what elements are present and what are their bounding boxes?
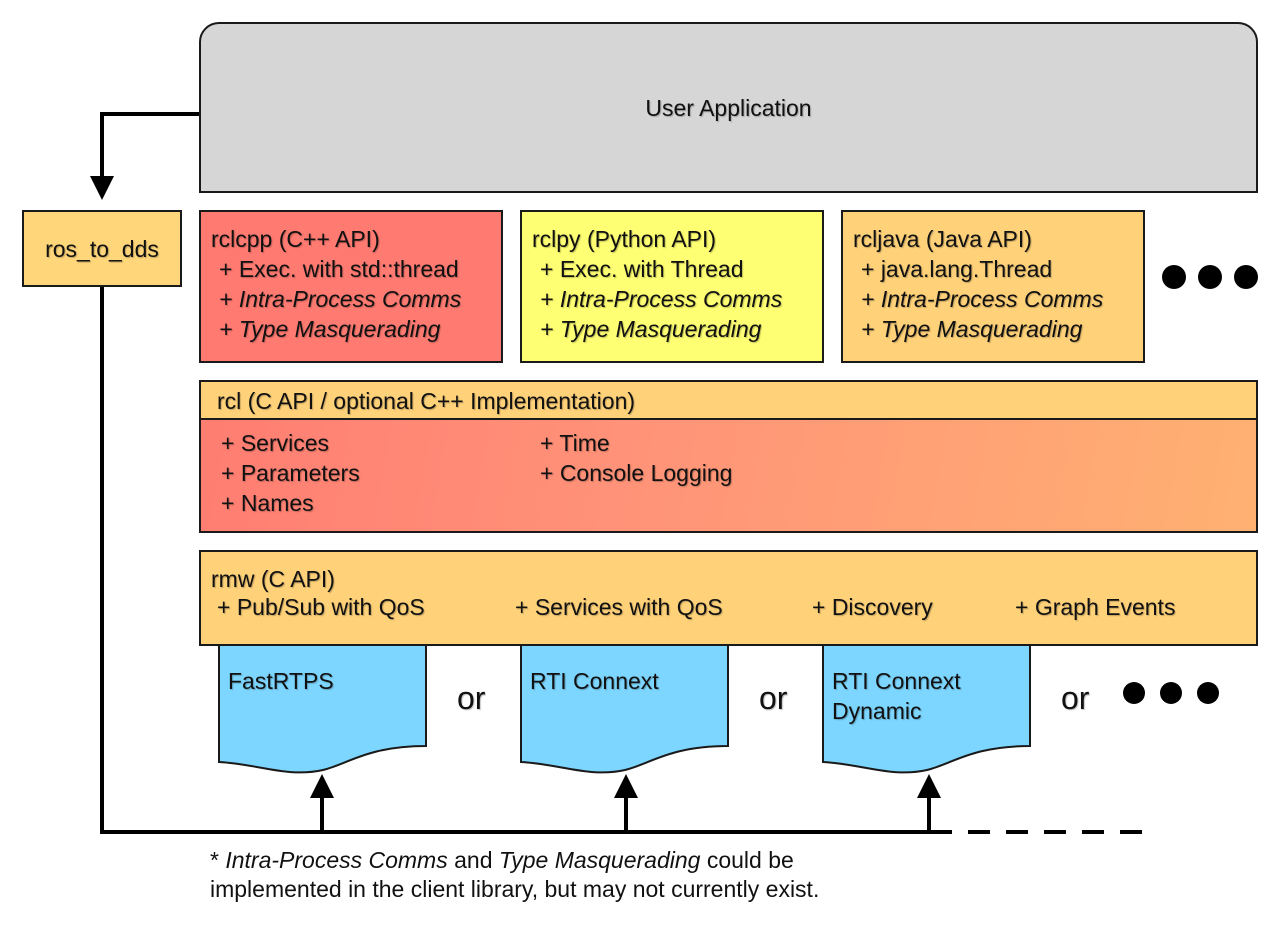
rclcpp-item: + Exec. with std::thread [219, 256, 459, 282]
rcl-title-bar: rcl (C API / optional C++ Implementation… [201, 382, 1256, 420]
footnote-line-1: * Intra-Process Comms and Type Masquerad… [210, 847, 794, 873]
app-to-ros-to-dds-arrow [90, 112, 199, 200]
ros-to-dds-box: ros_to_dds [22, 210, 182, 287]
rclcpp-title: rclcpp (C++ API) [211, 226, 380, 252]
rcl-box: rcl (C API / optional C++ Implementation… [199, 380, 1258, 533]
footnote-term: Intra-Process Comms [225, 847, 448, 873]
rmw-feature: + Pub/Sub with QoS [217, 594, 425, 620]
document-shape-icon [520, 644, 729, 774]
rclcpp-box: rclcpp (C++ API) + Exec. with std::threa… [199, 210, 503, 363]
rclcpp-item: + Intra-Process Comms [219, 286, 462, 312]
rcljava-box: rcljava (Java API) + java.lang.Thread + … [841, 210, 1145, 363]
rmw-feature: + Services with QoS [515, 594, 723, 620]
rcl-features-column-1: + Services + Parameters + Names [221, 428, 360, 518]
rcl-features-column-2: + Time + Console Logging [540, 428, 732, 488]
rcl-feature: + Console Logging [540, 460, 733, 486]
or-separator: or [759, 680, 788, 716]
document-shape-icon [218, 644, 427, 774]
rti-connext-dynamic-document-shape: RTI Connext Dynamic [822, 644, 1032, 778]
footnote-line-2: implemented in the client library, but m… [210, 876, 820, 902]
more-clients-ellipsis-icon [1162, 265, 1258, 289]
user-application-box: User Application [199, 22, 1258, 193]
rcljava-title: rcljava (Java API) [853, 226, 1032, 252]
footnote-term: Type Masquerading [498, 847, 701, 873]
rmw-feature: + Graph Events [1015, 594, 1176, 620]
rcljava-item: + Intra-Process Comms [861, 286, 1104, 312]
document-shape-icon [822, 644, 1031, 774]
rcl-feature: + Services [221, 430, 330, 456]
rclpy-title: rclpy (Python API) [532, 226, 717, 252]
ros-to-dds-label: ros_to_dds [45, 235, 159, 262]
or-separator: or [457, 680, 486, 716]
rcl-feature: + Time [540, 430, 610, 456]
rcl-title: rcl (C API / optional C++ Implementation… [217, 388, 636, 414]
rmw-box: rmw (C API) + Pub/Sub with QoS + Service… [199, 550, 1258, 646]
rmw-title: rmw (C API) [211, 566, 335, 592]
fastrtps-document-shape: FastRTPS [218, 644, 428, 778]
rclpy-item: + Type Masquerading [540, 316, 762, 342]
rclcpp-item: + Type Masquerading [219, 316, 441, 342]
or-separator: or [1061, 680, 1090, 716]
rclpy-item: + Intra-Process Comms [540, 286, 783, 312]
more-implementations-ellipsis-icon [1123, 682, 1219, 704]
footnote: * Intra-Process Comms and Type Masquerad… [210, 846, 819, 904]
rcljava-item: + Type Masquerading [861, 316, 1083, 342]
rti-connext-label: RTI Connext [530, 668, 659, 694]
rclpy-item: + Exec. with Thread [540, 256, 744, 282]
rclpy-box: rclpy (Python API) + Exec. with Thread +… [520, 210, 824, 363]
rcl-feature: + Parameters [221, 460, 360, 486]
rcl-feature: + Names [221, 490, 314, 516]
rti-connext-dynamic-label: RTI Connext Dynamic [832, 668, 961, 724]
user-application-label: User Application [645, 94, 812, 121]
rti-connext-document-shape: RTI Connext [520, 644, 730, 778]
fastrtps-label: FastRTPS [228, 668, 334, 694]
bus-line [100, 287, 930, 834]
rmw-feature: + Discovery [812, 594, 933, 620]
rcljava-item: + java.lang.Thread [861, 256, 1053, 282]
